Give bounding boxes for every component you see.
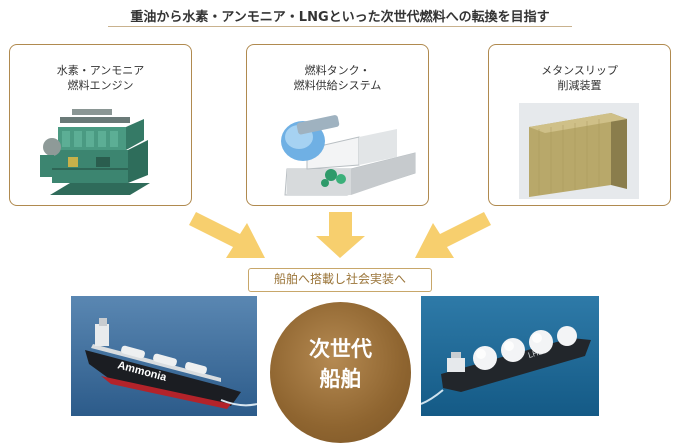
next-gen-ship-label: 次世代 船舶 xyxy=(270,334,411,394)
center-line2: 船舶 xyxy=(319,367,362,391)
card-label: 燃料タンク・ 燃料供給システム xyxy=(247,63,428,93)
card-label-line2: 燃料供給システム xyxy=(293,79,382,92)
arrow-down-icon xyxy=(316,212,365,258)
catalyst-block-photo-icon xyxy=(519,103,639,199)
fuel-tank-illustration-icon xyxy=(281,115,416,196)
next-gen-ship-circle xyxy=(270,302,411,443)
card-fuel-tank-system: 燃料タンク・ 燃料供給システム xyxy=(246,44,429,206)
ammonia-ship-photo-icon: Ammonia xyxy=(71,296,257,416)
page-title: 重油から水素・アンモニア・LNGといった次世代燃料への転換を目指す xyxy=(130,10,550,25)
card-label-line1: 水素・アンモニア xyxy=(56,64,145,77)
card-label: メタンスリップ 削減装置 xyxy=(489,63,670,93)
card-label-line1: メタンスリップ xyxy=(541,64,618,77)
arrow-left-icon xyxy=(189,212,265,258)
center-line1: 次世代 xyxy=(309,337,372,361)
card-label: 水素・アンモニア 燃料エンジン xyxy=(10,63,191,93)
card-label-line2: 燃料エンジン xyxy=(67,79,134,92)
deployment-banner: 船舶へ搭載し社会実装へ xyxy=(248,268,432,292)
hydrogen-ship-photo-icon: LH2 xyxy=(421,296,599,416)
card-label-line1: 燃料タンク・ xyxy=(304,64,371,77)
arrow-right-icon xyxy=(415,212,491,258)
card-label-line2: 削減装置 xyxy=(557,79,602,92)
card-hydrogen-ammonia-engine: 水素・アンモニア 燃料エンジン xyxy=(9,44,192,206)
card-methane-slip-device: メタンスリップ 削減装置 xyxy=(488,44,671,206)
engine-illustration-icon xyxy=(40,109,150,195)
title-underline xyxy=(108,26,572,27)
